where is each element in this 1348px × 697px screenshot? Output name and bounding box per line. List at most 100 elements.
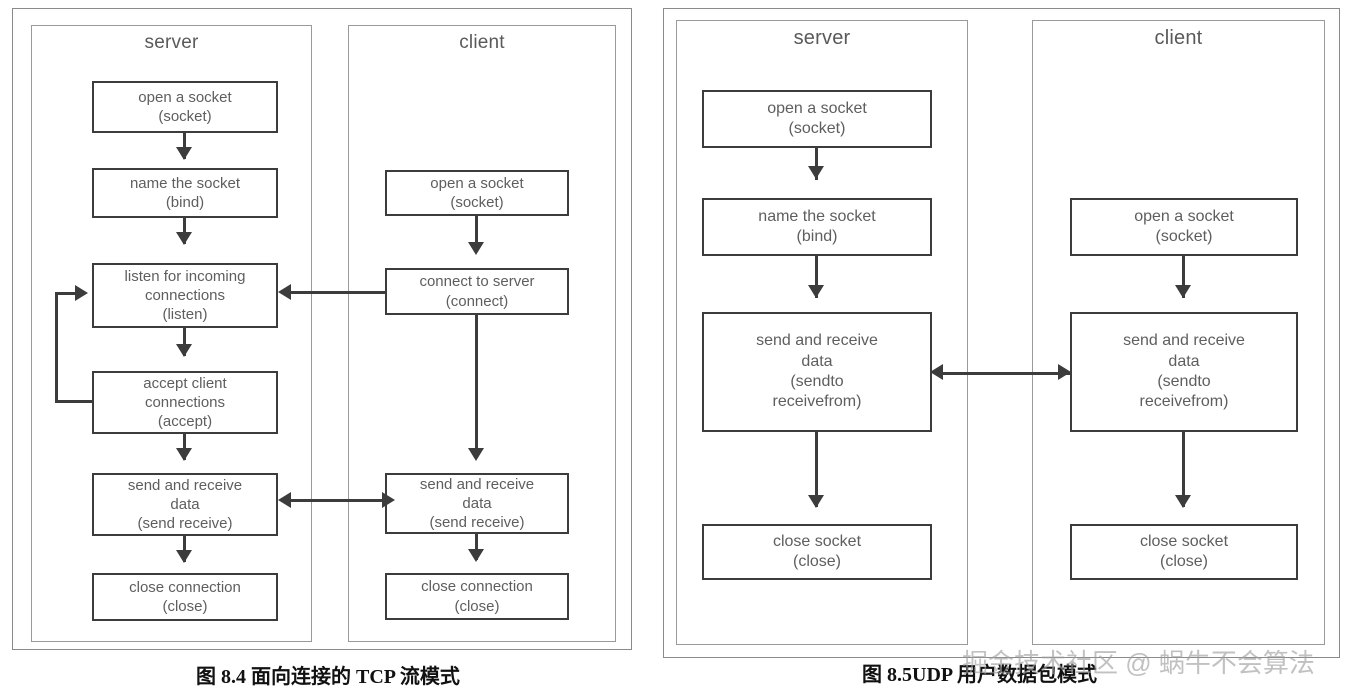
node-line: (accept) <box>157 413 213 431</box>
tcp-feedback-loop-left <box>55 292 58 402</box>
node-line: close socket <box>1139 532 1229 550</box>
arrow-down-icon <box>176 147 192 160</box>
node-line: send and receive <box>1123 332 1245 350</box>
udp-client-node-send-receive[interactable]: send and receive data (sendto receivefro… <box>1070 312 1298 432</box>
node-line: (socket) <box>1155 228 1213 245</box>
arrow-down-icon <box>176 344 192 357</box>
figure-udp-caption: 图 8.5UDP 用户数据包模式 <box>862 664 1097 686</box>
tcp-client-node-close[interactable]: close connection (close) <box>385 573 569 620</box>
tcp-server-connector-4 <box>183 434 186 460</box>
udp-client-node-open-socket[interactable]: open a socket (socket) <box>1070 198 1298 256</box>
node-line: data <box>462 494 492 512</box>
tcp-client-node-send-receive[interactable]: send and receive data (send receive) <box>385 473 569 534</box>
node-line: close connection <box>421 578 533 596</box>
udp-server-panel-title: server <box>793 27 851 49</box>
figure-tcp-caption: 图 8.4 面向连接的 TCP 流模式 <box>196 666 460 688</box>
node-line: (close) <box>792 553 841 570</box>
arrow-down-icon <box>468 448 484 461</box>
arrow-left-icon <box>930 364 943 380</box>
tcp-client-node-open-socket[interactable]: open a socket (socket) <box>385 170 569 216</box>
node-line: (close) <box>1159 553 1208 570</box>
node-line: send and receive <box>756 332 878 350</box>
arrow-down-icon <box>808 166 824 179</box>
arrow-down-icon <box>808 495 824 508</box>
node-line: (socket) <box>450 194 504 211</box>
node-line: (send receive) <box>429 514 525 532</box>
tcp-client-node-connect[interactable]: connect to server (connect) <box>385 268 569 315</box>
node-line: close connection <box>129 578 241 596</box>
node-line: listen for incoming <box>124 267 246 285</box>
arrow-down-icon <box>1175 495 1191 508</box>
udp-server-node-send-receive[interactable]: send and receive data (sendto receivefro… <box>702 312 932 432</box>
node-line: name the socket <box>758 207 876 225</box>
node-line: open a socket <box>1134 207 1234 225</box>
arrow-down-icon <box>176 232 192 245</box>
arrow-left-icon <box>278 492 291 508</box>
node-line: (bind) <box>796 228 838 245</box>
node-line: accept client <box>143 374 227 392</box>
node-line: connections <box>144 286 226 304</box>
node-line: data <box>801 352 833 370</box>
udp-client-panel-title: client <box>1154 27 1203 49</box>
node-line: connections <box>144 393 226 411</box>
udp-server-node-close-socket[interactable]: close socket (close) <box>702 524 932 580</box>
node-line: name the socket <box>129 174 241 192</box>
tcp-server-panel-title: server <box>144 32 199 53</box>
udp-client-connector-1 <box>1182 256 1185 298</box>
tcp-server-node-listen[interactable]: listen for incoming connections (listen) <box>92 263 278 328</box>
tcp-server-connector-5 <box>183 536 186 562</box>
node-line: (socket) <box>158 108 212 125</box>
tcp-client-panel <box>348 25 616 642</box>
node-line: open a socket <box>138 88 232 106</box>
tcp-client-panel-title: client <box>459 32 505 53</box>
node-line: (bind) <box>165 194 205 211</box>
tcp-server-node-accept[interactable]: accept client connections (accept) <box>92 371 278 434</box>
arrow-down-icon <box>468 549 484 562</box>
node-line: receivefrom) <box>772 393 862 411</box>
node-line: open a socket <box>430 174 524 192</box>
udp-client-node-close-socket[interactable]: close socket (close) <box>1070 524 1298 580</box>
watermark: 掘金技术社区 @ 蜗牛不会算法 <box>962 648 1315 678</box>
tcp-feedback-loop-bottom <box>55 400 94 403</box>
tcp-server-connector-1 <box>183 133 186 159</box>
node-line: (socket) <box>788 120 846 137</box>
udp-client-connector-2 <box>1182 432 1185 507</box>
node-line: (sendto <box>1157 373 1211 390</box>
arrow-right-icon <box>75 285 88 301</box>
node-line: data <box>1168 352 1200 370</box>
tcp-feedback-loop-top <box>55 292 79 295</box>
udp-server-node-name-socket[interactable]: name the socket (bind) <box>702 198 932 256</box>
node-line: (send receive) <box>137 515 233 533</box>
tcp-connect-to-listen-line <box>288 291 385 294</box>
node-line: open a socket <box>767 99 867 117</box>
tcp-server-node-close[interactable]: close connection (close) <box>92 573 278 621</box>
node-line: (listen) <box>162 306 208 324</box>
udp-server-connector-3 <box>815 432 818 507</box>
tcp-client-connector-2 <box>475 315 478 457</box>
arrow-down-icon <box>468 242 484 255</box>
tcp-server-node-send-receive[interactable]: send and receive data (send receive) <box>92 473 278 536</box>
udp-data-exchange-line <box>942 372 1070 375</box>
tcp-server-node-name-socket[interactable]: name the socket (bind) <box>92 168 278 218</box>
udp-server-node-open-socket[interactable]: open a socket (socket) <box>702 90 932 148</box>
tcp-server-connector-2 <box>183 218 186 244</box>
node-line: (close) <box>162 598 208 615</box>
tcp-server-connector-3 <box>183 328 186 356</box>
arrow-down-icon <box>176 550 192 563</box>
node-line: data <box>170 495 200 513</box>
arrow-down-icon <box>176 448 192 461</box>
arrow-left-icon <box>278 284 291 300</box>
arrow-down-icon <box>1175 285 1191 298</box>
node-line: send and receive <box>127 476 243 494</box>
node-line: (connect) <box>445 292 509 310</box>
arrow-right-icon <box>1058 364 1071 380</box>
arrow-down-icon <box>808 285 824 298</box>
arrow-right-icon <box>382 492 395 508</box>
udp-server-connector-1 <box>815 148 818 180</box>
node-line: send and receive <box>419 475 535 493</box>
tcp-data-exchange-line <box>288 499 385 502</box>
node-line: (close) <box>454 597 500 615</box>
tcp-client-connector-3 <box>475 534 478 560</box>
udp-server-connector-2 <box>815 256 818 298</box>
tcp-server-node-open-socket[interactable]: open a socket (socket) <box>92 81 278 133</box>
